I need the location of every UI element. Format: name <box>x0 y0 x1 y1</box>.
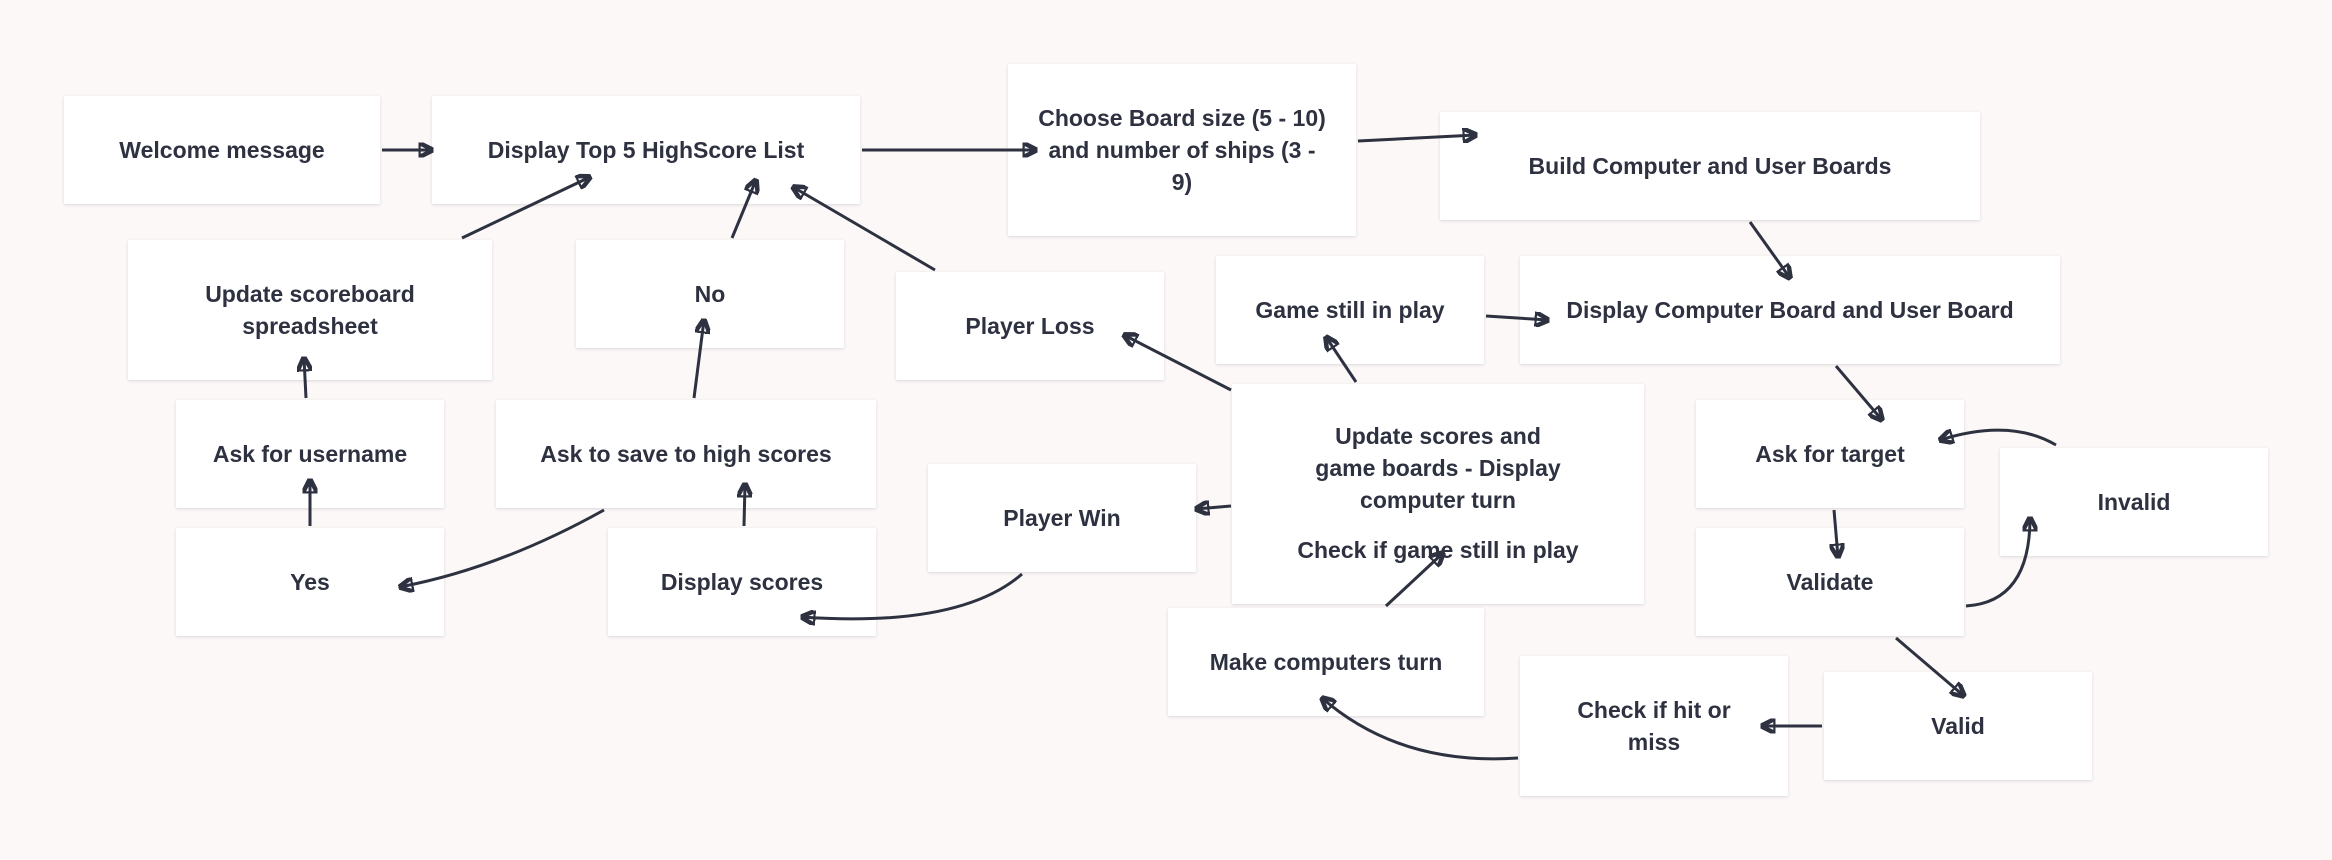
node-label: Welcome message <box>119 137 325 163</box>
node-label: Player Loss <box>965 313 1095 339</box>
node-game-still-in-play[interactable]: Game still in play <box>1216 256 1484 364</box>
node-display-top5-highscore[interactable]: Display Top 5 HighScore List <box>432 96 860 204</box>
check-game-still-in-play-label: Check if game still in play <box>1297 537 1579 563</box>
node-label: Display Top 5 HighScore List <box>487 137 805 163</box>
node-no[interactable]: No <box>576 240 844 348</box>
node-validate[interactable]: Validate <box>1696 528 1964 636</box>
node-ask-for-target[interactable]: Ask for target <box>1696 400 1964 508</box>
node-label: Display scores <box>660 569 824 595</box>
node-label: Validate <box>1786 569 1874 595</box>
node-choose-board-size[interactable]: Choose Board size (5 - 10) and number of… <box>1008 64 1356 236</box>
node-make-computers-turn[interactable]: Make computers turn <box>1168 608 1484 716</box>
node-valid[interactable]: Valid <box>1824 672 2092 780</box>
node-welcome-message[interactable]: Welcome message <box>64 96 380 204</box>
node-yes[interactable]: Yes <box>176 528 444 636</box>
node-build-boards[interactable]: Build Computer and User Boards <box>1440 112 1980 220</box>
node-display-scores[interactable]: Display scores <box>608 528 876 636</box>
node-ask-to-save-high-scores[interactable]: Ask to save to high scores <box>496 400 876 508</box>
node-label: Ask for target <box>1755 441 1905 467</box>
node-label: No <box>694 281 726 307</box>
node-label: Update scores and game boards - Display … <box>1315 423 1561 513</box>
node-update-scores-and-boards[interactable]: Update scores and game boards - Display … <box>1232 384 1644 604</box>
node-label: Invalid <box>2097 489 2171 515</box>
node-label: Make computers turn <box>1209 649 1443 675</box>
node-label: Ask to save to high scores <box>540 441 832 467</box>
node-label: Game still in play <box>1255 297 1445 323</box>
node-player-win[interactable]: Player Win <box>928 464 1196 572</box>
node-label: Check if hit or miss <box>1577 697 1731 755</box>
node-invalid[interactable]: Invalid <box>2000 448 2268 556</box>
edge-update-scores-to-player-win <box>1196 506 1232 509</box>
node-label: Valid <box>1931 713 1985 739</box>
node-label: Yes <box>290 569 330 595</box>
node-check-hit-or-miss[interactable]: Check if hit or miss <box>1520 656 1788 796</box>
node-display-boards[interactable]: Display Computer Board and User Board <box>1520 256 2060 364</box>
node-label: Ask for username <box>212 441 408 467</box>
node-label: Update scoreboard spreadsheet <box>205 281 415 339</box>
node-label: Choose Board size (5 - 10) and number of… <box>1038 105 1326 195</box>
node-label: Display Computer Board and User Board <box>1566 297 2014 323</box>
node-update-scoreboard-spreadsheet[interactable]: Update scoreboard spreadsheet <box>128 240 492 380</box>
node-player-loss[interactable]: Player Loss <box>896 272 1164 380</box>
node-label: Player Win <box>1003 505 1121 531</box>
node-label: Build Computer and User Boards <box>1528 153 1892 179</box>
node-ask-for-username[interactable]: Ask for username <box>176 400 444 508</box>
